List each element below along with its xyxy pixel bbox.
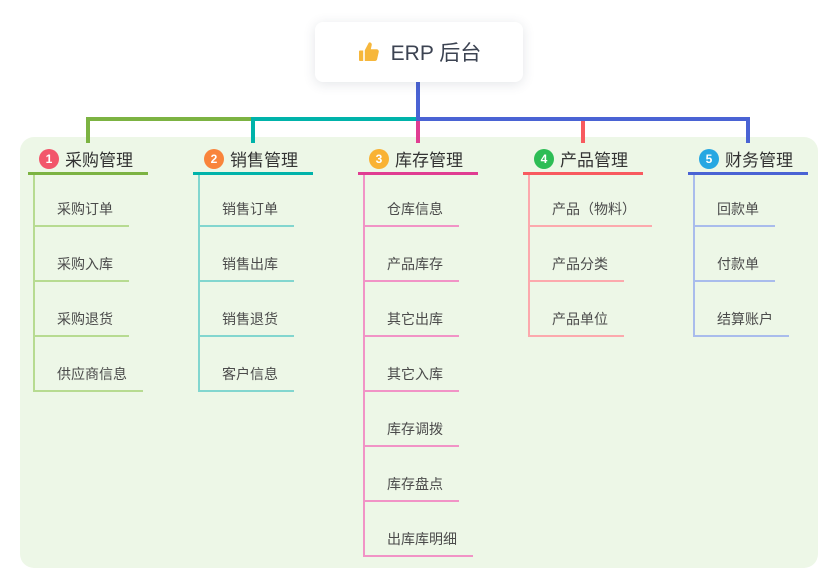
branch-3: 3 库存管理 仓库信息产品库存其它出库其它入库库存调拨库存盘点出库库明细	[358, 147, 478, 557]
child-item[interactable]: 其它入库	[365, 337, 459, 392]
branch-label: 采购管理	[65, 151, 133, 170]
branch-children: 仓库信息产品库存其它出库其它入库库存调拨库存盘点出库库明细	[363, 175, 473, 557]
branch-index-badge: 4	[534, 148, 554, 169]
branch-2: 2 销售管理 销售订单销售出库销售退货客户信息	[193, 147, 313, 392]
branch-index-badge: 5	[699, 148, 719, 169]
branch-children: 产品（物料）产品分类产品单位	[528, 175, 652, 337]
child-item[interactable]: 销售退货	[200, 282, 294, 337]
child-item[interactable]: 仓库信息	[365, 175, 459, 227]
child-item[interactable]: 客户信息	[200, 337, 294, 392]
child-item[interactable]: 出库库明细	[365, 502, 473, 557]
child-item[interactable]: 产品分类	[530, 227, 624, 282]
child-item[interactable]: 产品库存	[365, 227, 459, 282]
branch-4: 4 产品管理 产品（物料）产品分类产品单位	[523, 147, 652, 337]
branch-title[interactable]: 3 库存管理	[358, 147, 478, 175]
branch-title[interactable]: 5 财务管理	[688, 147, 808, 175]
child-item[interactable]: 付款单	[695, 227, 775, 282]
child-item[interactable]: 采购订单	[35, 175, 129, 227]
branch-label: 财务管理	[725, 151, 793, 170]
branch-title[interactable]: 1 采购管理	[28, 147, 148, 175]
branch-children: 回款单付款单结算账户	[693, 175, 789, 337]
branch-title[interactable]: 2 销售管理	[193, 147, 313, 175]
child-item[interactable]: 库存调拨	[365, 392, 459, 447]
root-node[interactable]: ERP 后台	[315, 22, 523, 82]
branch-index-badge: 1	[39, 148, 59, 169]
branch-1: 1 采购管理 采购订单采购入库采购退货供应商信息	[28, 147, 148, 392]
branch-index-badge: 2	[204, 148, 224, 169]
child-item[interactable]: 回款单	[695, 175, 775, 227]
child-item[interactable]: 销售订单	[200, 175, 294, 227]
child-item[interactable]: 其它出库	[365, 282, 459, 337]
thumbs-up-icon	[357, 40, 381, 64]
child-item[interactable]: 产品（物料）	[530, 175, 652, 227]
child-item[interactable]: 采购退货	[35, 282, 129, 337]
map-panel	[20, 137, 818, 568]
branch-children: 采购订单采购入库采购退货供应商信息	[33, 175, 143, 392]
child-item[interactable]: 采购入库	[35, 227, 129, 282]
child-item[interactable]: 销售出库	[200, 227, 294, 282]
branch-children: 销售订单销售出库销售退货客户信息	[198, 175, 294, 392]
branch-5: 5 财务管理 回款单付款单结算账户	[688, 147, 808, 337]
branch-label: 销售管理	[230, 151, 298, 170]
branch-title[interactable]: 4 产品管理	[523, 147, 643, 175]
branch-label: 库存管理	[395, 151, 463, 170]
child-item[interactable]: 库存盘点	[365, 447, 459, 502]
child-item[interactable]: 供应商信息	[35, 337, 143, 392]
child-item[interactable]: 结算账户	[695, 282, 789, 337]
branch-label: 产品管理	[560, 151, 628, 170]
root-title: ERP 后台	[390, 42, 482, 65]
child-item[interactable]: 产品单位	[530, 282, 624, 337]
branch-index-badge: 3	[369, 148, 389, 169]
